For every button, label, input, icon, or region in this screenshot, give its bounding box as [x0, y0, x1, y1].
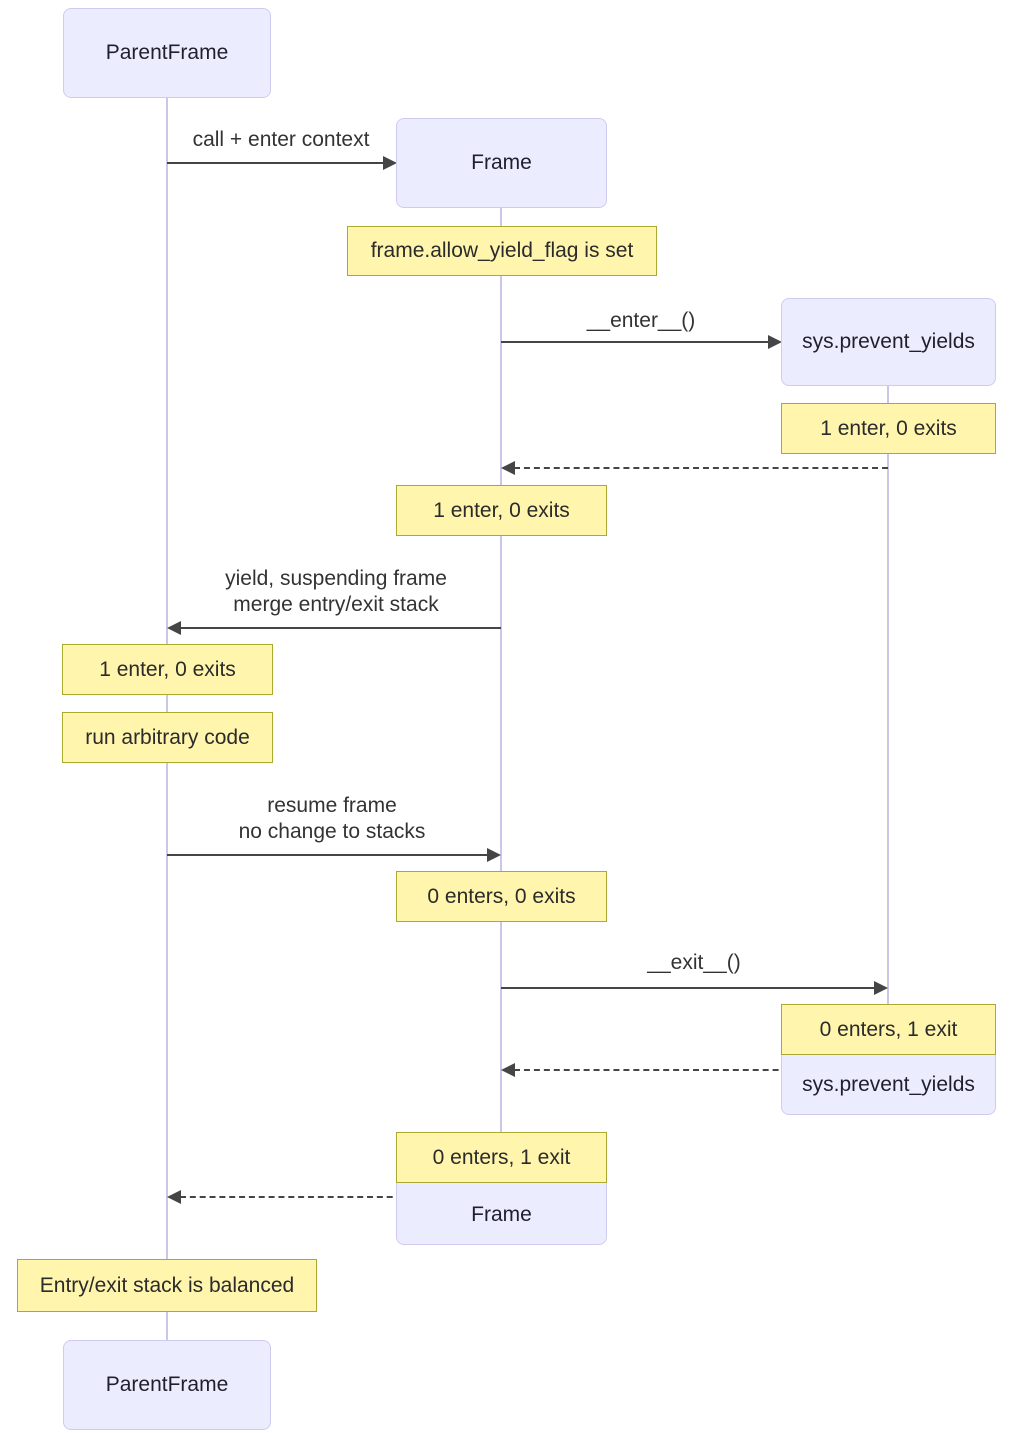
arrowhead-call-enter — [383, 156, 397, 170]
arrowhead-exit — [874, 981, 888, 995]
lifeline-frame — [500, 208, 502, 1158]
message-line-final-return — [180, 1196, 501, 1198]
actor-sys-prevent-yields-bottom-label: sys.prevent_yields — [802, 1073, 975, 1096]
arrowhead-yield — [167, 621, 181, 635]
note-frame-after-resume: 0 enters, 0 exits — [396, 871, 607, 922]
message-line-resume — [167, 854, 488, 856]
note-frame-after-enter: 1 enter, 0 exits — [396, 485, 607, 536]
note-sys-after-enter: 1 enter, 0 exits — [781, 403, 996, 454]
arrowhead-enter — [768, 335, 782, 349]
lifeline-sys-prevent-yields — [887, 386, 889, 1028]
note-balanced: Entry/exit stack is balanced — [17, 1259, 317, 1312]
note-allow-yield-flag: frame.allow_yield_flag is set — [347, 226, 657, 276]
message-label-enter: __enter__() — [586, 309, 696, 332]
note-run-arbitrary-code: run arbitrary code — [62, 712, 273, 763]
message-label-exit: __exit__() — [647, 951, 741, 974]
actor-parentframe-bottom: ParentFrame — [63, 1340, 271, 1430]
actor-parentframe-top: ParentFrame — [63, 8, 271, 98]
message-line-call-enter — [167, 162, 384, 164]
message-label-call-enter: call + enter context — [192, 128, 370, 151]
arrowhead-exit-return — [501, 1063, 515, 1077]
message-label-resume: resume frame no change to stacks — [238, 794, 426, 843]
actor-sys-prevent-yields-top: sys.prevent_yields — [781, 298, 996, 386]
message-line-exit-return — [514, 1069, 888, 1071]
note-parent-after-yield: 1 enter, 0 exits — [62, 644, 273, 695]
message-label-yield: yield, suspending frame merge entry/exit… — [225, 567, 447, 616]
actor-frame-bottom-label: Frame — [471, 1203, 532, 1226]
message-line-enter — [501, 341, 769, 343]
message-line-enter-return — [514, 467, 888, 469]
message-line-yield — [180, 627, 501, 629]
actor-frame-top: Frame — [396, 118, 607, 208]
note-frame-after-exit: 0 enters, 1 exit — [396, 1132, 607, 1183]
arrowhead-enter-return — [501, 461, 515, 475]
note-sys-after-exit: 0 enters, 1 exit — [781, 1004, 996, 1055]
arrowhead-final-return — [167, 1190, 181, 1204]
message-line-exit — [501, 987, 875, 989]
arrowhead-resume — [487, 848, 501, 862]
